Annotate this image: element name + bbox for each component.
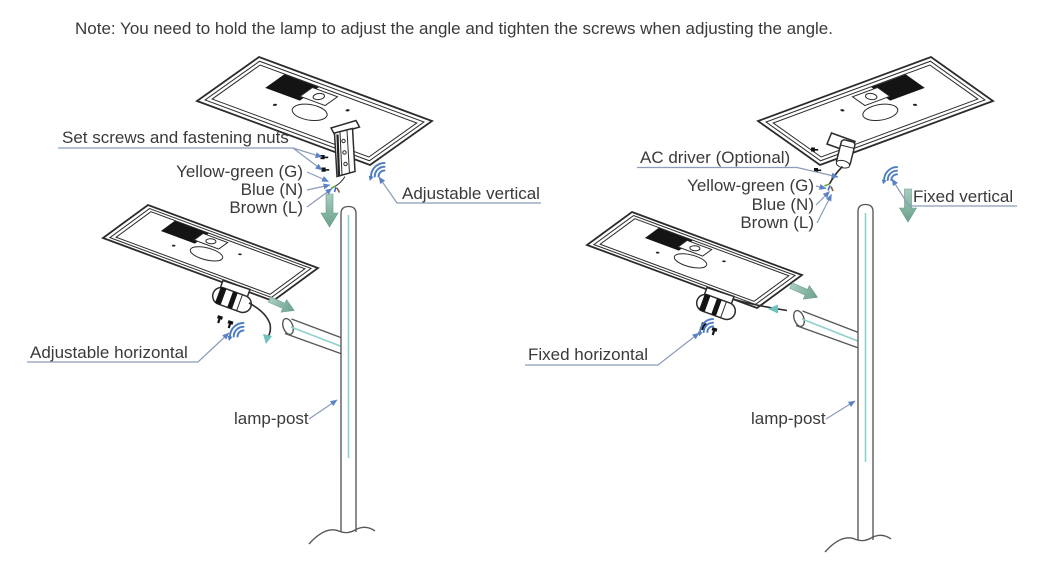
right-lamp-post	[793, 203, 892, 553]
wire-bundle	[330, 176, 346, 193]
label-wire-green: Yellow-green (G)	[176, 162, 303, 181]
label-wire-green: Yellow-green (G)	[687, 176, 814, 195]
label-ac-driver: AC driver (Optional)	[640, 148, 790, 167]
power-cable	[732, 298, 788, 312]
rotation-arrows-icon	[367, 162, 386, 182]
label-wire-blue: Blue (N)	[752, 195, 814, 214]
ac-driver	[826, 132, 856, 169]
wire-bundle	[824, 165, 844, 192]
label-adjustable-vertical: Adjustable vertical	[402, 184, 540, 203]
left-leader-lines	[27, 147, 541, 420]
power-cable	[248, 302, 272, 338]
ground-line	[308, 526, 376, 545]
arm-highlight	[290, 326, 349, 350]
right-lamp-bottom	[585, 210, 803, 337]
label-set-screws: Set screws and fastening nuts	[62, 128, 289, 147]
rotation-arrows-icon	[881, 166, 899, 186]
set-screws	[811, 147, 822, 172]
label-wire-brown: Brown (L)	[740, 213, 814, 232]
right-figure-fixed: AC driver (Optional) Yellow-green (G) Bl…	[525, 55, 1017, 553]
label-lamp-post: lamp-post	[751, 409, 826, 428]
left-lamp-post	[282, 205, 376, 545]
right-leader-lines	[525, 166, 1017, 420]
label-adjustable-horizontal: Adjustable horizontal	[30, 343, 188, 362]
arm-highlight	[801, 318, 860, 343]
direction-arrow-icon	[320, 193, 339, 228]
rotation-arrows-icon	[697, 318, 715, 338]
cable-arrow-icon	[263, 334, 272, 344]
set-screws	[320, 155, 330, 172]
vertical-bracket	[329, 119, 361, 178]
label-lamp-post: lamp-post	[234, 409, 309, 428]
label-wire-blue: Blue (N)	[241, 180, 303, 199]
label-fixed-horizontal: Fixed horizontal	[528, 345, 648, 364]
ground-line	[824, 534, 892, 553]
left-lamp-top	[195, 55, 434, 193]
note-text: Note: You need to hold the lamp to adjus…	[75, 19, 833, 38]
label-fixed-vertical: Fixed vertical	[913, 187, 1013, 206]
cable-arrow-icon	[768, 304, 778, 314]
right-lamp-top	[756, 55, 995, 192]
left-lamp-bottom	[101, 203, 319, 344]
label-wire-brown: Brown (L)	[229, 198, 303, 217]
left-figure-adjustable: Set screws and fastening nuts Yellow-gre…	[27, 55, 541, 545]
